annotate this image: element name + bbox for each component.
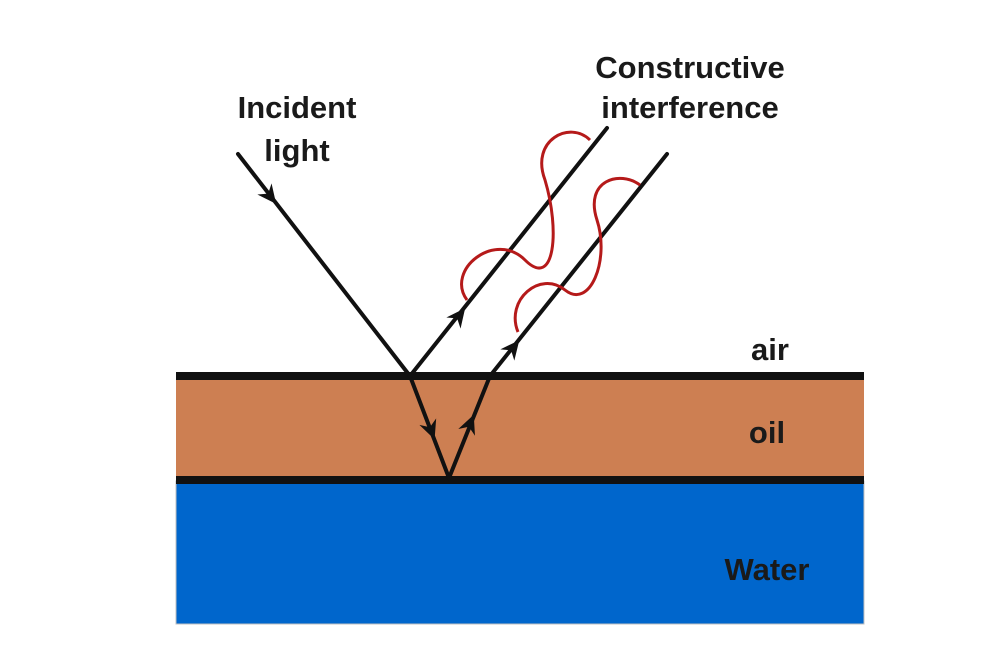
oil-layer	[176, 376, 864, 480]
water-layer	[176, 481, 864, 624]
incident-ray	[236, 152, 412, 378]
oil-label: oil	[749, 415, 785, 450]
wave-2	[513, 176, 641, 333]
reflected-ray-1	[408, 126, 609, 378]
incident-light-label-line1: Incident	[238, 90, 357, 125]
incident-arrow-icon	[257, 183, 277, 204]
wave-1	[460, 130, 592, 301]
refracted-up-arrow-icon	[458, 414, 475, 436]
refracted-ray-down	[408, 374, 451, 480]
water-label: Water	[725, 552, 810, 587]
incident-light-label-line2: light	[264, 133, 329, 168]
constructive-interference-label-line2: interference	[601, 90, 778, 125]
reflected-ray-2	[488, 152, 669, 378]
air-oil-boundary	[176, 372, 864, 380]
reflected-2-arrow-icon	[500, 340, 520, 361]
refracted-down-arrow-icon	[419, 418, 437, 440]
oil-water-boundary	[176, 476, 864, 484]
constructive-interference-label-line1: Constructive	[595, 50, 784, 85]
air-label: air	[751, 332, 789, 367]
reflected-1-arrow-icon	[446, 308, 466, 329]
